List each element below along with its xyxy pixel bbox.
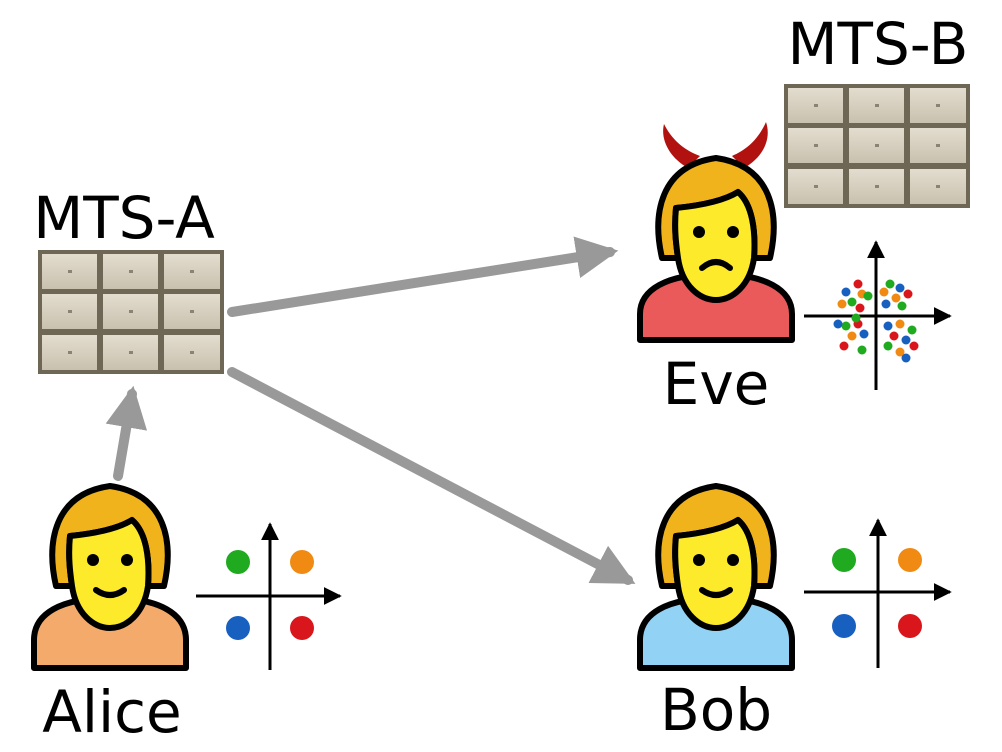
bob-scatter-icon xyxy=(804,518,952,668)
mts-a-group: MTS-A xyxy=(33,184,224,374)
arrows xyxy=(105,236,636,585)
eve-devil-person-icon xyxy=(637,122,795,343)
blue-dot xyxy=(226,616,250,640)
mts-b-group: MTS-B xyxy=(784,10,970,208)
arrow-mts-a-to-eve xyxy=(227,236,619,317)
green-dot xyxy=(832,548,856,572)
alice-scatter-icon xyxy=(196,522,342,670)
arrow-alice-to-mts-a xyxy=(105,385,148,481)
mts-b-module-icon xyxy=(784,84,970,208)
alice-group: Alice xyxy=(31,486,342,746)
arrow-mts-a-to-bob xyxy=(227,367,636,585)
mts-b-label: MTS-B xyxy=(788,10,969,78)
orange-dot xyxy=(290,550,314,574)
alice-person-icon xyxy=(31,486,189,671)
mts-a-label: MTS-A xyxy=(33,184,215,252)
left-horn-icon xyxy=(663,124,700,168)
alice-label: Alice xyxy=(42,678,181,746)
right-horn-icon xyxy=(732,122,768,168)
mts-a-module-icon xyxy=(38,250,224,374)
eve-label: Eve xyxy=(663,350,770,418)
bob-group: Bob xyxy=(637,486,952,744)
bob-person-icon xyxy=(637,486,795,671)
eve-group: Eve xyxy=(637,122,952,418)
eve-scatter-icon xyxy=(804,240,952,390)
red-dot xyxy=(290,616,314,640)
bob-label: Bob xyxy=(660,676,772,744)
red-dot xyxy=(898,614,922,638)
blue-dot xyxy=(832,614,856,638)
eve-scatter-points xyxy=(833,279,919,363)
orange-dot xyxy=(898,548,922,572)
green-dot xyxy=(226,550,250,574)
